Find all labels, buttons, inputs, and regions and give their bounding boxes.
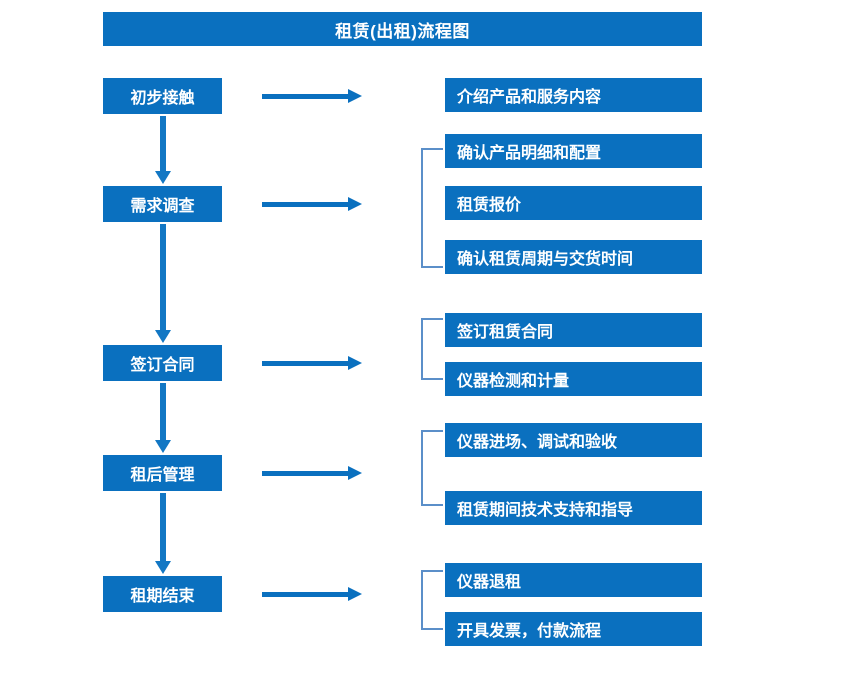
stage-box-1[interactable]: 初步接触: [103, 78, 222, 114]
detail-box-4[interactable]: 确认租赁周期与交货时间: [445, 240, 702, 274]
arrow-shaft: [262, 202, 350, 207]
arrow-shaft: [262, 94, 350, 99]
detail-box-6[interactable]: 仪器检测和计量: [445, 362, 702, 396]
arrow-shaft: [160, 224, 166, 331]
stage-box-3[interactable]: 签订合同: [103, 345, 222, 381]
detail-box-3[interactable]: 租赁报价: [445, 186, 702, 220]
arrow-head-icon: [348, 587, 362, 601]
flowchart-title: 租赁(出租)流程图: [103, 12, 702, 46]
arrow-head-icon: [155, 171, 171, 184]
detail-box-7[interactable]: 仪器进场、调试和验收: [445, 423, 702, 457]
detail-box-5[interactable]: 签订租赁合同: [445, 313, 702, 347]
vertical-arrow-2-3: [155, 224, 171, 343]
arrow-head-icon: [155, 330, 171, 343]
arrow-shaft: [262, 471, 350, 476]
vertical-arrow-3-4: [155, 383, 171, 453]
horizontal-arrow-1: [262, 89, 362, 103]
arrow-shaft: [160, 493, 166, 562]
group-bracket-2: [421, 148, 443, 268]
vertical-arrow-1-2: [155, 116, 171, 184]
detail-box-8[interactable]: 租赁期间技术支持和指导: [445, 491, 702, 525]
group-bracket-4: [421, 430, 443, 506]
vertical-arrow-4-5: [155, 493, 171, 574]
detail-box-2[interactable]: 确认产品明细和配置: [445, 134, 702, 168]
arrow-head-icon: [348, 356, 362, 370]
detail-box-10[interactable]: 开具发票，付款流程: [445, 612, 702, 646]
horizontal-arrow-4: [262, 466, 362, 480]
arrow-head-icon: [155, 440, 171, 453]
stage-box-4[interactable]: 租后管理: [103, 455, 222, 491]
arrow-shaft: [160, 116, 166, 172]
group-bracket-3: [421, 318, 443, 380]
arrow-head-icon: [348, 197, 362, 211]
horizontal-arrow-2: [262, 197, 362, 211]
detail-box-9[interactable]: 仪器退租: [445, 563, 702, 597]
arrow-shaft: [262, 361, 350, 366]
arrow-shaft: [262, 592, 350, 597]
stage-box-2[interactable]: 需求调查: [103, 186, 222, 222]
horizontal-arrow-5: [262, 587, 362, 601]
arrow-head-icon: [155, 561, 171, 574]
arrow-head-icon: [348, 89, 362, 103]
stage-box-5[interactable]: 租期结束: [103, 576, 222, 612]
arrow-head-icon: [348, 466, 362, 480]
arrow-shaft: [160, 383, 166, 441]
group-bracket-5: [421, 570, 443, 630]
detail-box-1[interactable]: 介绍产品和服务内容: [445, 78, 702, 112]
horizontal-arrow-3: [262, 356, 362, 370]
